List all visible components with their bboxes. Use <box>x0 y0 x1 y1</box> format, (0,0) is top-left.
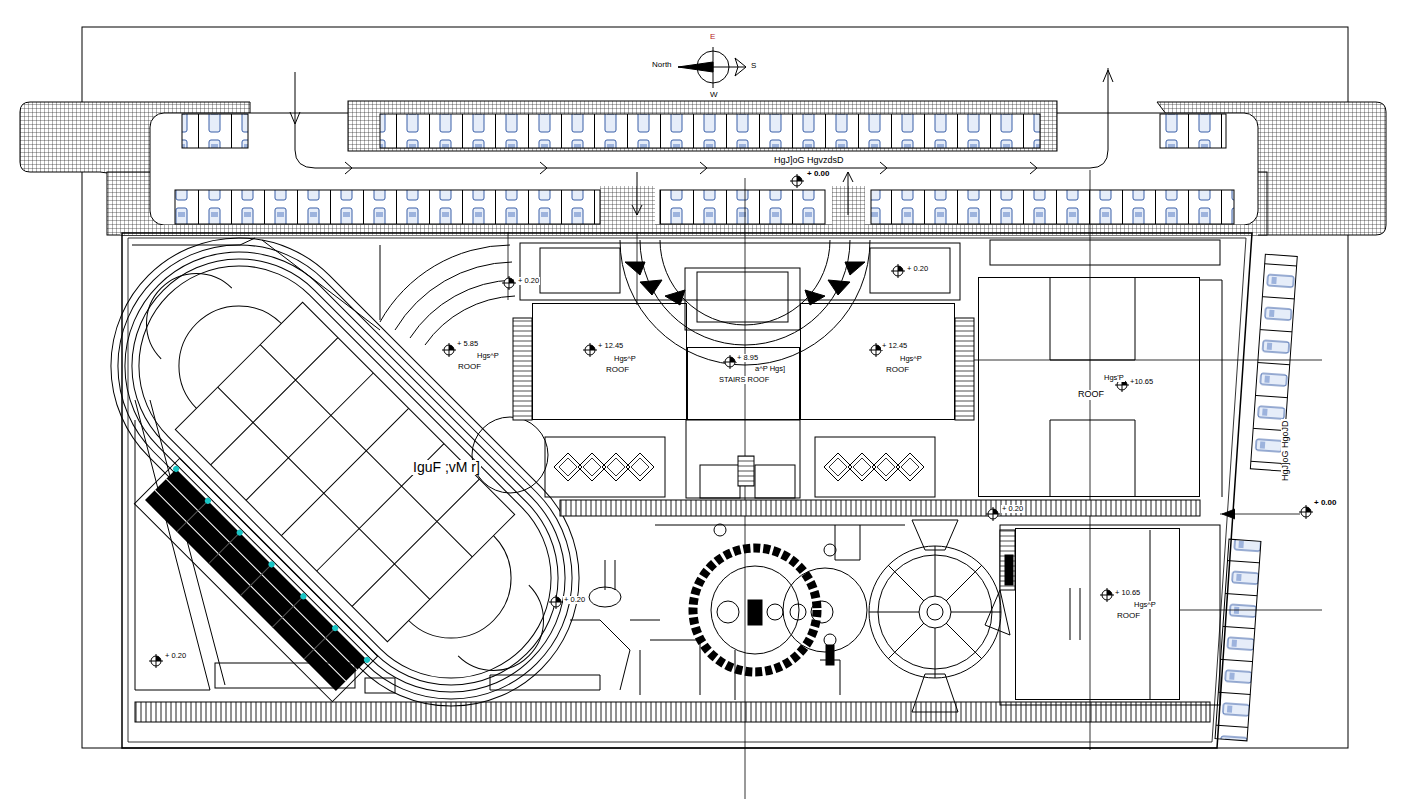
plan-label: + 5.85 <box>456 340 479 348</box>
roof-block: Hgs'P +10.65ROOF <box>978 277 1200 497</box>
roof-label: Hgs'P <box>1103 374 1125 382</box>
plan-label: Hgs^P <box>476 352 500 360</box>
roof-label: ROOF <box>1077 390 1105 400</box>
plan-label: + 0.20 <box>906 265 929 273</box>
plan-label: IguF ;vM r] <box>412 460 481 475</box>
curved-stands <box>132 238 548 690</box>
sheet-frame <box>82 27 1348 748</box>
roof-label: STAIRS ROOF <box>718 376 770 384</box>
seating-band <box>134 458 377 701</box>
plan-label: + 0.20 <box>517 277 540 285</box>
roof-label: ROOF <box>605 366 630 375</box>
roof-label: Hgs^P <box>613 355 637 363</box>
roof-label: + 10.65 <box>1114 589 1141 597</box>
plan-label: + 0.20 <box>563 596 586 604</box>
axis-lines <box>508 170 1322 799</box>
roof-label: ROOF <box>885 366 910 375</box>
north-arrow <box>678 47 746 88</box>
main-building <box>513 240 1222 516</box>
running-track <box>58 185 632 759</box>
lower-complex <box>215 520 1220 712</box>
plan-label: + 0.00 <box>806 170 830 179</box>
site-boundary <box>122 233 1252 748</box>
plan-label: North <box>651 61 673 70</box>
roof-label: +10.65 <box>1129 378 1154 386</box>
roof-label: Hgs^P <box>899 355 923 363</box>
roof-block: + 10.65Hgs^P ROOF <box>1015 528 1180 700</box>
plan-label: E <box>709 33 716 42</box>
roof-block: + 12.45Hgs^P ROOF <box>532 303 687 420</box>
roof-label: a^P Hgs] <box>754 365 786 373</box>
roof-label: ROOF <box>1116 612 1141 621</box>
roof-label: + 12.45 <box>881 342 908 350</box>
roof-block: + 12.45Hgs^P ROOF <box>800 303 955 420</box>
roof-label: Hgs^P <box>1133 601 1157 609</box>
roof-label: + 8.95 <box>736 354 759 362</box>
plan-label: ROOF <box>457 363 482 372</box>
roof-label: + 12.45 <box>597 342 624 350</box>
plan-label: + 0.20 <box>1001 505 1024 513</box>
plan-label: + 0.00 <box>1313 499 1337 508</box>
plan-label: W <box>709 91 719 100</box>
roof-block: + 8.95 a^P Hgs] STAIRS ROOF <box>687 347 800 420</box>
plan-label: HgJ]oG HgvzdsD <box>773 156 845 166</box>
road-lines <box>290 68 1113 215</box>
plan-label: HgJ]oG HgoJD <box>1281 419 1291 482</box>
level-markers <box>149 174 1313 668</box>
plan-label: S <box>750 62 757 71</box>
plan-label: + 0.20 <box>164 652 187 660</box>
